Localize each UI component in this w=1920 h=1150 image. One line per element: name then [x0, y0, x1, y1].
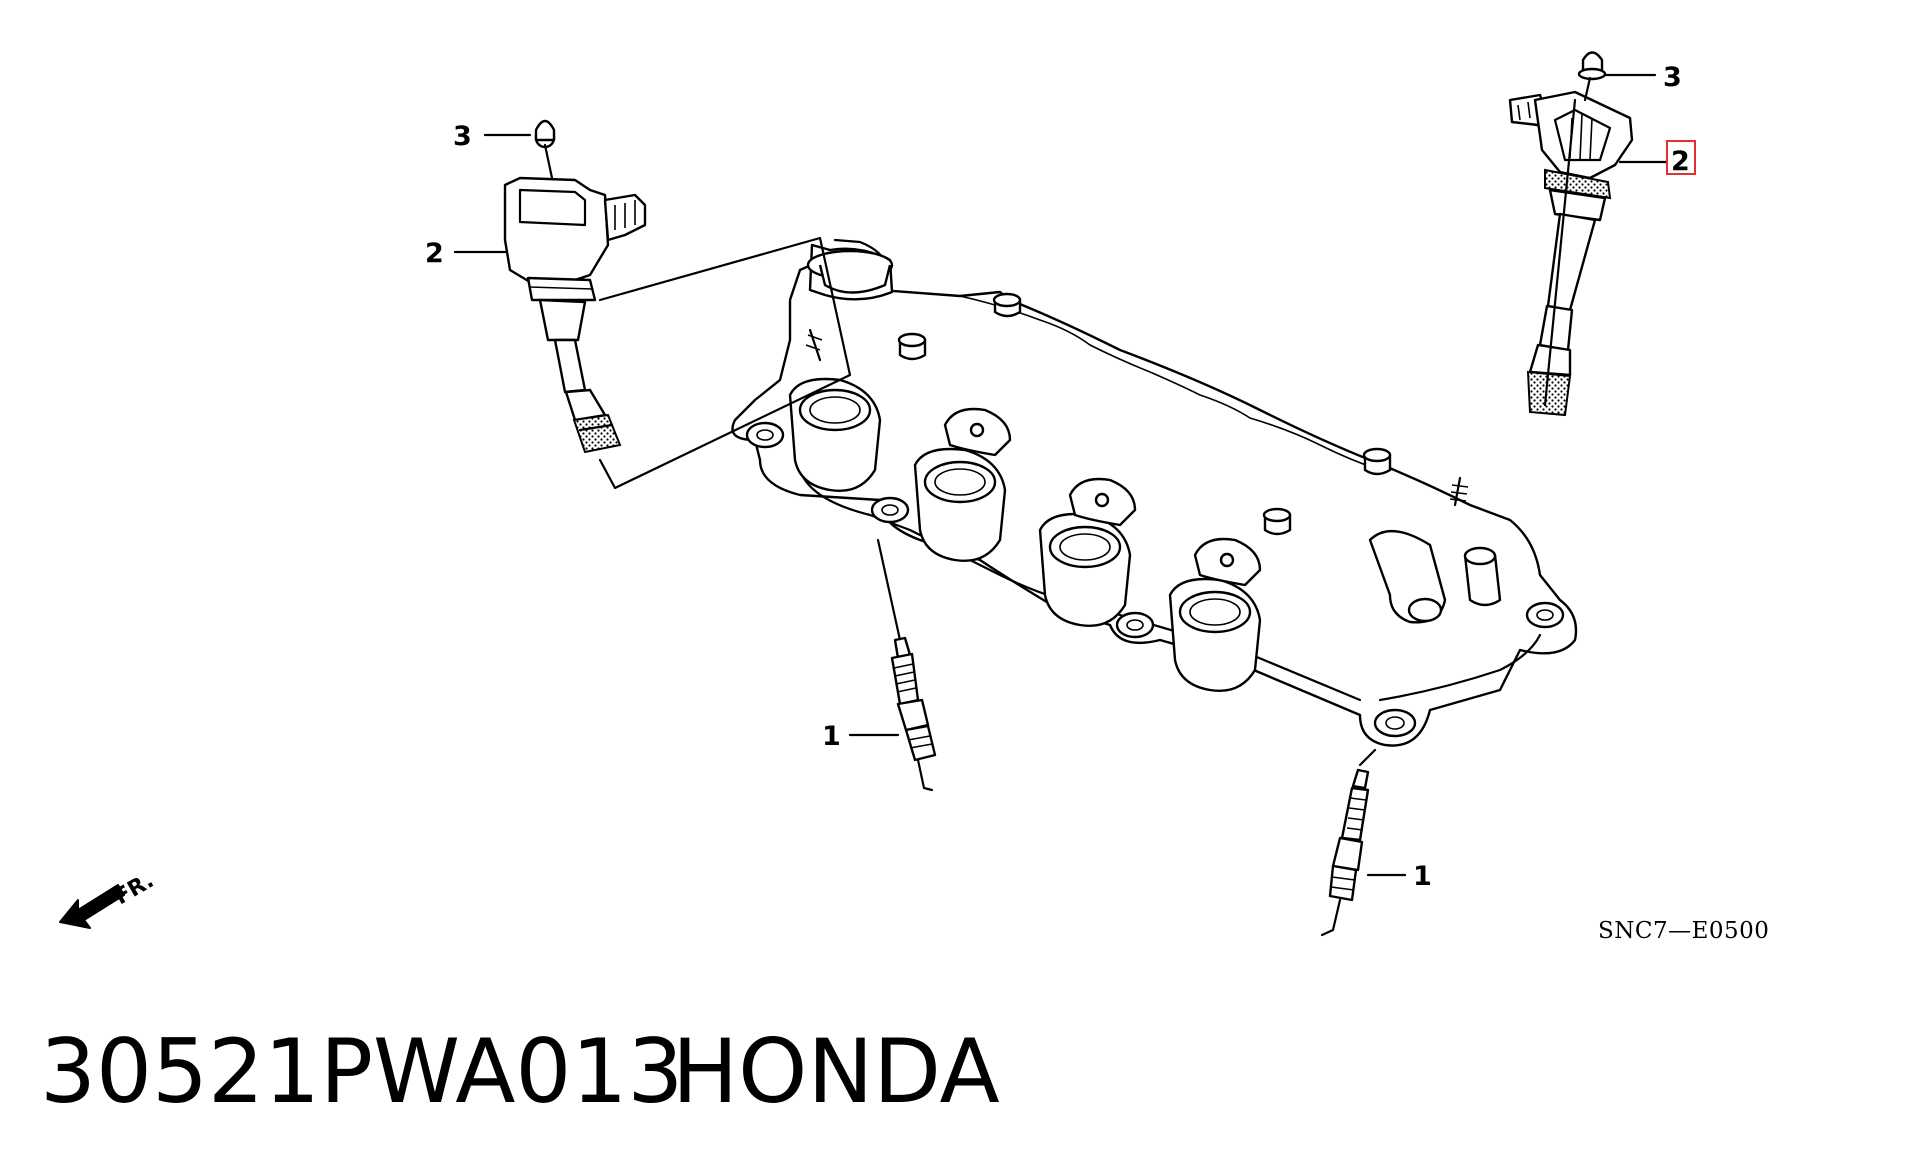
callout-left-bolt: 3: [453, 121, 472, 152]
coil-mount-bosses: [943, 407, 1262, 587]
spark-plug-well-3: [1038, 512, 1132, 627]
caption-brand: HONDA: [672, 1020, 1000, 1123]
highlight-box: [1666, 140, 1696, 175]
leader-box-left: [598, 236, 852, 490]
valve-cover: [731, 238, 1578, 747]
callout-right-bolt: 3: [1663, 62, 1682, 93]
caption-part-number: 30521PWA013: [40, 1020, 683, 1123]
front-marker-label: FR.: [111, 868, 159, 910]
callout-left-plug: 1: [822, 721, 841, 752]
spark-plug-well-4: [1168, 577, 1262, 692]
spark-plug-right: [1320, 748, 1377, 937]
front-direction-arrow-icon: [59, 884, 125, 929]
ignition-coil-right: [1508, 51, 1634, 417]
cover-studs: [897, 292, 1392, 536]
spark-plug-well-1: [788, 377, 882, 492]
callout-right-plug: 1: [1413, 861, 1432, 892]
cover-bolt-holes: [745, 421, 1565, 738]
ignition-coil-left: [503, 119, 647, 454]
spark-plug-left: [876, 538, 937, 792]
leader-left-coil-well: [808, 328, 822, 362]
callout-left-coil: 2: [425, 238, 444, 269]
diagram-reference: SNC7—E0500: [1598, 918, 1769, 944]
spark-plug-well-2: [913, 447, 1007, 562]
callout-right-coil: 2: [1671, 146, 1690, 177]
